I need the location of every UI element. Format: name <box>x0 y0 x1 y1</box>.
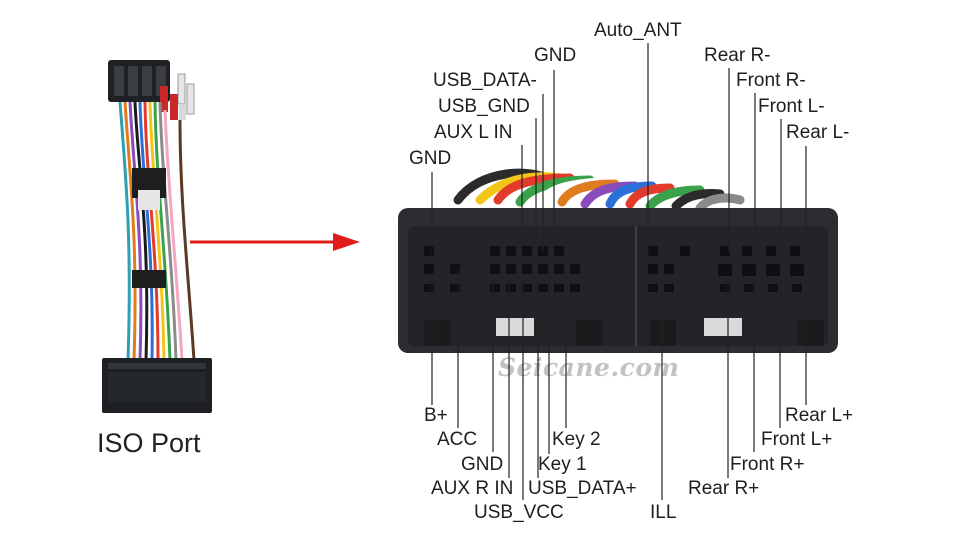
iso-harness-illustration <box>102 60 212 413</box>
label-front-l-plus: Front L+ <box>761 429 833 450</box>
label-gnd-left: GND <box>409 148 452 169</box>
arrow-icon <box>190 233 360 251</box>
label-front-r-minus: Front R- <box>736 70 806 91</box>
label-rear-r-minus: Rear R- <box>704 45 771 66</box>
latch-slots <box>424 320 824 346</box>
pin-row-middle <box>424 264 804 276</box>
label-front-r-plus: Front R+ <box>730 454 805 475</box>
label-usb-data-plus: USB_DATA+ <box>528 478 637 499</box>
label-rear-l-plus: Rear L+ <box>785 405 854 426</box>
label-gnd-bottom: GND <box>461 454 504 475</box>
label-auto-ant: Auto_ANT <box>594 20 682 41</box>
label-aux-l-in: AUX L IN <box>434 122 513 143</box>
label-acc: ACC <box>437 429 478 450</box>
iso-port-label: ISO Port <box>97 428 201 458</box>
label-key-2: Key 2 <box>552 429 601 450</box>
label-ill: ILL <box>650 502 677 523</box>
label-usb-data-minus: USB_DATA- <box>433 70 537 91</box>
label-usb-vcc: USB_VCC <box>474 502 564 523</box>
label-b-plus: B+ <box>424 405 448 426</box>
label-gnd-top: GND <box>534 45 577 66</box>
wire-bundle <box>118 101 196 361</box>
label-front-l-minus: Front L- <box>758 96 825 117</box>
pin-row-bottom <box>424 284 802 292</box>
label-usb-gnd: USB_GND <box>438 96 530 117</box>
label-aux-r-in: AUX R IN <box>431 478 514 499</box>
label-key-1: Key 1 <box>538 454 587 475</box>
label-rear-r-plus: Rear R+ <box>688 478 760 499</box>
watermark: Seicane.com <box>498 353 680 382</box>
rca-plugs <box>160 73 195 120</box>
label-rear-l-minus: Rear L- <box>786 122 850 143</box>
